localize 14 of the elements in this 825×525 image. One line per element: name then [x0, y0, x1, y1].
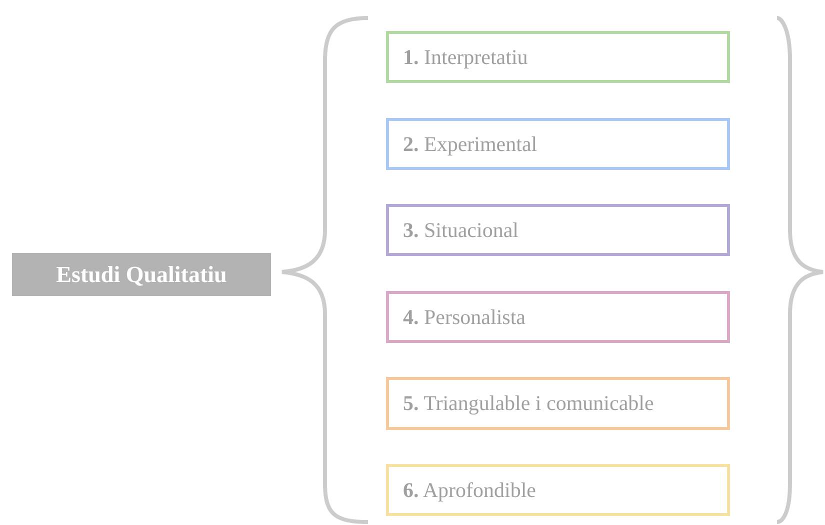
heading-text: Estudi Qualitatiu — [56, 262, 227, 288]
category-label: 2. Experimental — [403, 132, 538, 156]
category-label: 4. Personalista — [403, 304, 526, 330]
category-label: 5. Triangulable i comunicable — [403, 391, 654, 416]
category-label: 6. Aprofondible — [403, 478, 536, 502]
category-label: 1. Interpretatiu — [403, 44, 528, 70]
category-label: 3. Situacional — [403, 218, 518, 242]
category-box — [386, 377, 730, 430]
category-box — [386, 291, 730, 343]
category-box — [386, 118, 730, 170]
category-box — [386, 204, 730, 256]
title-box — [12, 253, 271, 296]
category-box — [386, 464, 730, 516]
category-box — [386, 31, 730, 83]
